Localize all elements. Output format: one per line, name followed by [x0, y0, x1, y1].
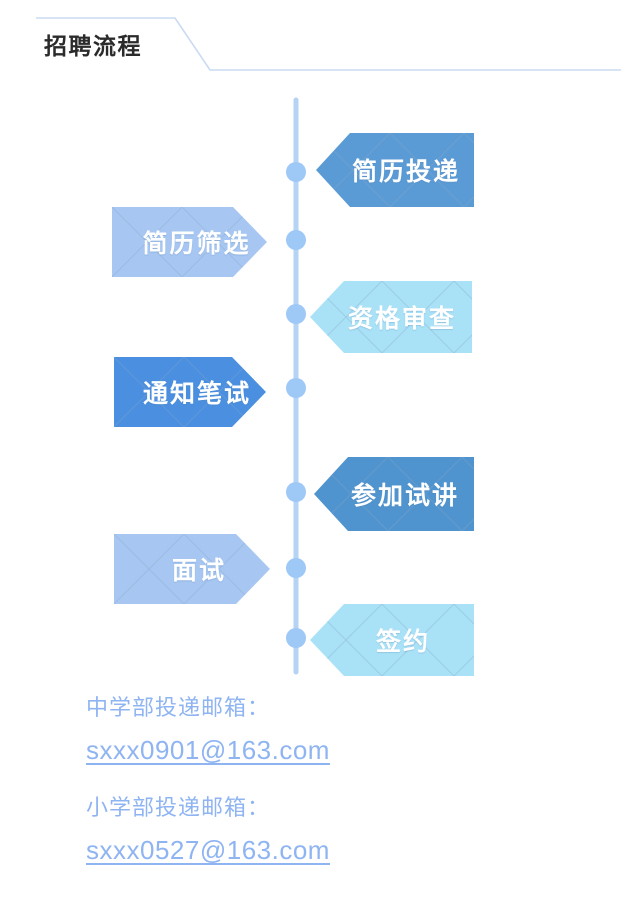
flow-step-shape: [112, 207, 267, 277]
page-header: 招聘流程: [0, 0, 621, 92]
contact-label: 中学部投递邮箱：: [86, 696, 271, 721]
flow-step-1: 简历投递: [316, 133, 474, 207]
flow-step-shape: [114, 534, 270, 604]
contact-email-link[interactable]: sxxx0527@163.com: [86, 835, 330, 865]
timeline-axis: [286, 97, 306, 675]
timeline-dot-6: [286, 558, 306, 578]
flow-step-4: 通知笔试: [114, 357, 266, 427]
recruitment-flow-timeline: 简历投递 简历筛选 资格审查 通知笔试 参加试讲: [112, 97, 474, 676]
header-rule-decoration: [36, 17, 621, 71]
flow-step-shape: [316, 133, 474, 207]
flow-step-label: 通知笔试: [142, 379, 251, 408]
flow-step-shape: [114, 357, 266, 427]
contact-section: 中学部投递邮箱： sxxx0901@163.com 小学部投递邮箱： sxxx0527…: [0, 690, 621, 890]
flow-step-shape: [310, 604, 474, 676]
flow-step-label: 签约: [375, 627, 430, 656]
flow-step-label: 面试: [171, 556, 226, 585]
contact-group-1: 中学部投递邮箱： sxxx0901@163.com: [0, 690, 621, 766]
timeline-dot-1: [286, 162, 306, 182]
timeline-dot-5: [286, 482, 306, 502]
flow-step-2: 简历筛选: [112, 207, 267, 277]
timeline-dot-7: [286, 628, 306, 648]
flow-step-7: 签约: [310, 604, 474, 676]
flow-step-6: 面试: [114, 534, 270, 604]
flow-step-3: 资格审查: [310, 281, 472, 353]
flow-step-shape: [314, 457, 474, 531]
page-title: 招聘流程: [44, 34, 142, 60]
flow-step-label: 参加试讲: [350, 481, 459, 510]
flow-step-shape: [310, 281, 472, 353]
timeline-dot-2: [286, 230, 306, 250]
timeline-dot-3: [286, 304, 306, 324]
flow-step-label: 简历筛选: [142, 229, 251, 258]
flow-step-label: 简历投递: [351, 157, 460, 186]
flow-step-5: 参加试讲: [314, 457, 474, 531]
contact-group-2: 小学部投递邮箱： sxxx0527@163.com: [0, 790, 621, 866]
flow-step-label: 资格审查: [347, 304, 456, 333]
contact-label: 小学部投递邮箱：: [86, 796, 271, 821]
contact-email-link[interactable]: sxxx0901@163.com: [86, 735, 330, 765]
timeline-dot-4: [286, 378, 306, 398]
